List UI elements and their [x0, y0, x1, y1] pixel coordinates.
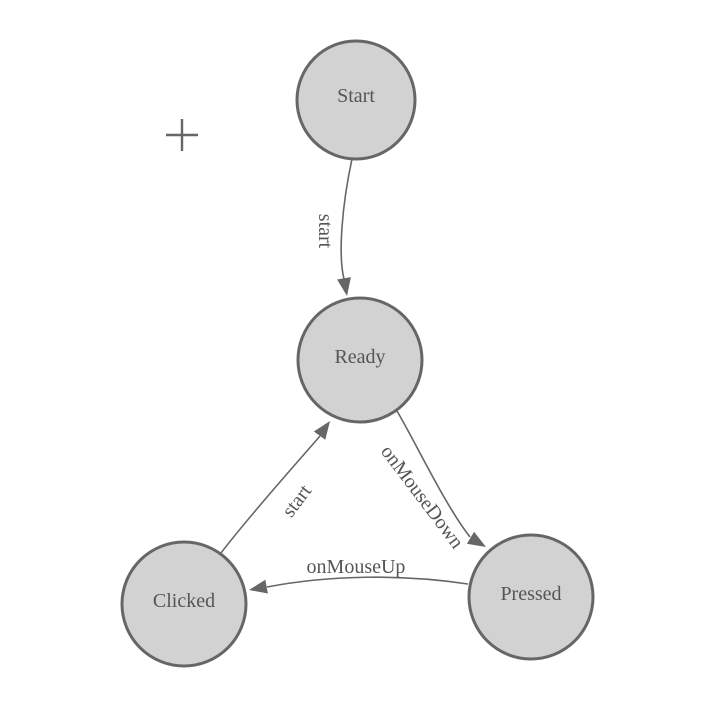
state-circle[interactable]: [467, 533, 595, 661]
transition-line[interactable]: [340, 158, 353, 280]
transition-label: start: [314, 214, 336, 249]
state-label: Ready: [334, 346, 385, 368]
state-label: Clicked: [153, 590, 215, 612]
state-label: Pressed: [500, 583, 561, 605]
transition-pressed-to-clicked[interactable]: onMouseUp: [249, 556, 469, 594]
transition-ready-to-pressed[interactable]: onMouseDown: [376, 410, 486, 553]
state-node-start[interactable]: Start: [295, 39, 417, 161]
state-circle[interactable]: [120, 540, 248, 668]
state-node-clicked[interactable]: Clicked: [120, 540, 248, 668]
state-circle[interactable]: [296, 296, 424, 424]
arrowhead-icon: [249, 579, 268, 594]
transition-start-to-ready[interactable]: start: [314, 158, 353, 296]
arrowhead-icon: [466, 531, 486, 547]
transition-line[interactable]: [220, 435, 321, 554]
crosshair-cursor: [166, 119, 198, 151]
transition-label: start: [278, 480, 317, 521]
arrowhead-icon: [313, 421, 330, 440]
transition-clicked-to-ready[interactable]: start: [220, 421, 330, 554]
state-circle[interactable]: [295, 39, 417, 161]
transition-line[interactable]: [396, 410, 471, 538]
transition-label: onMouseUp: [307, 556, 406, 578]
state-label: Start: [337, 85, 375, 107]
transition-line[interactable]: [266, 576, 469, 588]
arrowhead-icon: [337, 277, 351, 296]
state-node-pressed[interactable]: Pressed: [467, 533, 595, 661]
state-node-ready[interactable]: Ready: [296, 296, 424, 424]
